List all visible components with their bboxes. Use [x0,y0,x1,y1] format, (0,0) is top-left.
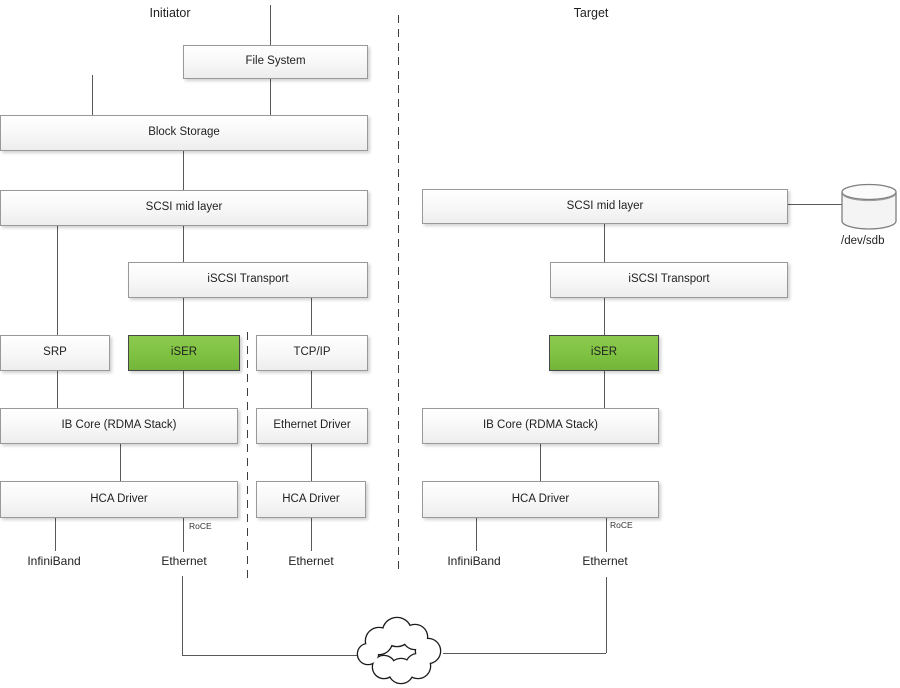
initiator-target-dashed-divider [398,15,399,572]
connector-line [311,371,312,408]
infiniband-port-label-initiator: InfiniBand [27,554,81,568]
box-hca-driver-infiniband: HCA Driver [0,481,238,518]
roce-label-target: RoCE [610,520,633,530]
connector-line [120,444,121,481]
box-ib-core-target-label: IB Core (RDMA Stack) [482,419,599,432]
box-iser-target: iSER [549,335,659,371]
connector-line [443,653,606,654]
disk-cylinder-icon [841,183,897,230]
connector-line [311,518,312,551]
box-tcp-ip-label: TCP/IP [293,346,331,359]
connector-line [183,226,184,262]
box-hca-driver-ethernet: HCA Driver [256,481,366,518]
box-iser-initiator: iSER [128,335,240,371]
connector-line [540,444,541,481]
rdma-tcp-dashed-divider [247,332,248,578]
box-ethernet-driver-label: Ethernet Driver [273,419,351,432]
connector-line [311,444,312,481]
connector-line [788,204,842,205]
box-tcp-ip: TCP/IP [256,335,368,371]
connector-line [182,576,183,655]
connector-line [183,518,184,552]
box-ib-core-initiator-label: IB Core (RDMA Stack) [61,419,177,432]
box-scsi-mid-layer-initiator-label: SCSI mid layer [145,201,223,214]
connector-line [606,518,607,552]
infiniband-port-label-target: InfiniBand [447,554,501,568]
connector-line [270,5,271,45]
connector-line [55,518,56,551]
box-srp-label: SRP [43,346,67,359]
roce-label-initiator: RoCE [189,521,212,531]
box-scsi-mid-layer-target: SCSI mid layer [422,189,788,224]
connector-line [604,298,605,335]
box-hca-driver-ethernet-label: HCA Driver [282,492,340,505]
target-title: Target [573,6,609,20]
box-ib-core-initiator: IB Core (RDMA Stack) [0,408,238,444]
connector-line [606,577,607,653]
box-scsi-mid-layer-target-label: SCSI mid layer [566,199,644,212]
box-srp: SRP [0,335,110,371]
connector-line [183,298,184,335]
network-cloud-icon [356,616,442,685]
connector-line [476,518,477,551]
connector-line [57,371,58,408]
box-iscsi-transport-target: iSCSI Transport [550,262,788,298]
box-ib-core-target: IB Core (RDMA Stack) [422,408,659,444]
box-scsi-mid-layer-initiator: SCSI mid layer [0,190,368,226]
box-block-storage: Block Storage [0,115,368,151]
connector-line [182,655,357,656]
disk-device-label: /dev/sdb [841,235,885,247]
connector-line [183,371,184,408]
box-iscsi-transport-initiator-label: iSCSI Transport [207,273,289,286]
initiator-title: Initiator [149,6,191,20]
box-file-system-label: File System [245,55,306,68]
connector-line [311,298,312,335]
box-iscsi-transport-initiator: iSCSI Transport [128,262,368,298]
connector-line [183,151,184,190]
box-ethernet-driver: Ethernet Driver [256,408,368,444]
connector-line [57,226,58,335]
ethernet-port-label-target: Ethernet [582,554,628,568]
box-file-system: File System [183,45,368,79]
box-hca-driver-infiniband-label: HCA Driver [90,492,148,505]
box-iser-initiator-label: iSER [170,346,198,359]
box-iscsi-transport-target-label: iSCSI Transport [628,273,710,286]
connector-line [92,75,93,115]
connector-line [604,223,605,262]
connector-line [604,371,605,408]
ethernet-roce-port-label-initiator: Ethernet [161,554,207,568]
box-iser-target-label: iSER [590,346,618,359]
box-hca-driver-target-label: HCA Driver [511,492,570,505]
box-hca-driver-target: HCA Driver [422,481,659,518]
connector-line [270,79,271,115]
box-block-storage-label: Block Storage [148,126,220,139]
ethernet-tcp-port-label-initiator: Ethernet [288,554,334,568]
